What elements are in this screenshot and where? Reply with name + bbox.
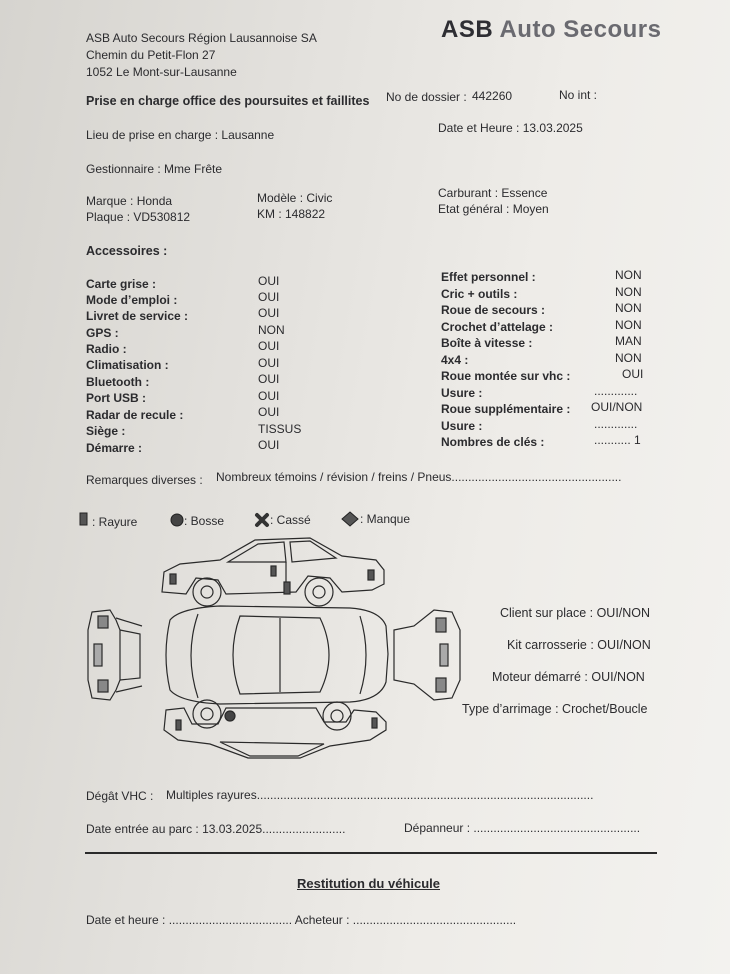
acc-right-label: Roue supplémentaire : — [441, 402, 571, 416]
arrimage-check: Type d’arrimage : Crochet/Boucle — [462, 702, 648, 716]
acc-right-label: Nombres de clés : — [441, 435, 545, 449]
kit-check: Kit carrosserie : OUI/NON — [507, 638, 651, 652]
acc-left-label: Mode d’emploi : — [86, 293, 178, 307]
car-side-view-bottom — [163, 699, 387, 759]
degat-label: Dégât VHC : — [86, 789, 154, 803]
acc-right-label: Crochet d’attelage : — [441, 320, 554, 334]
acc-left-value: TISSUS — [258, 422, 302, 436]
restitution-title: Restitution du véhicule — [297, 876, 441, 891]
acc-right-label: Usure : — [441, 386, 483, 400]
acc-left-value: OUI — [258, 339, 280, 353]
company-name: ASB Auto Secours Région Lausannoise SA — [86, 31, 317, 45]
acc-left-value: OUI — [258, 306, 280, 320]
acc-right-label: Effet personnel : — [441, 270, 536, 284]
acc-left-label: Livret de service : — [86, 309, 189, 323]
acc-right-value: NON — [615, 351, 642, 365]
date-heure-field: Date et Heure : 13.03.2025 — [438, 121, 583, 135]
form-title: Prise en charge office des poursuites et… — [86, 94, 370, 108]
acc-left-label: GPS : — [86, 326, 119, 340]
acc-right-value: OUI/NON — [591, 400, 643, 414]
plaque-field: Plaque : VD530812 — [86, 210, 191, 224]
depanneur-field: Dépanneur : ............................… — [404, 821, 641, 835]
car-top-view — [165, 605, 389, 705]
etat-field: Etat général : Moyen — [438, 202, 549, 216]
km-field: KM : 148822 — [257, 207, 326, 221]
accessoires-title: Accessoires : — [86, 244, 168, 258]
acc-left-value: OUI — [258, 405, 280, 419]
company-city: 1052 Le Mont-sur-Lausanne — [86, 65, 237, 79]
acc-right-label: Cric + outils : — [441, 287, 518, 301]
acc-left-value: NON — [258, 323, 285, 337]
acc-left-label: Port USB : — [86, 391, 146, 405]
acc-right-value: NON — [615, 268, 642, 282]
car-rear-view — [393, 609, 461, 701]
acc-right-value: NON — [615, 285, 642, 299]
remarques-label: Remarques diverses : — [86, 473, 203, 487]
acc-right-value: OUI — [622, 367, 644, 381]
rayure-icon — [79, 512, 88, 526]
acc-left-value: OUI — [258, 438, 280, 452]
brand-logo: ASB Auto Secours — [441, 16, 661, 44]
acc-left-value: OUI — [258, 389, 280, 403]
acc-left-label: Bluetooth : — [86, 375, 150, 389]
remarques-value: Nombreux témoins / révision / freins / P… — [216, 470, 622, 484]
car-damage-diagram — [87, 537, 461, 759]
casse-icon — [255, 513, 269, 527]
legend-bosse: : Bosse — [184, 514, 225, 528]
acc-right-value: NON — [615, 318, 642, 332]
legend-manque: : Manque — [360, 512, 411, 526]
date-entree-field: Date entrée au parc : 13.03.2025........… — [86, 822, 346, 836]
acc-right-value: MAN — [615, 334, 642, 348]
lieu-field: Lieu de prise en charge : Lausanne — [86, 128, 275, 142]
marque-field: Marque : Honda — [86, 194, 173, 208]
acc-left-label: Démarre : — [86, 441, 143, 455]
acc-left-label: Radio : — [86, 342, 127, 356]
manque-icon — [341, 511, 359, 527]
brand-word1: ASB — [441, 16, 494, 43]
brand-word2: Auto Secours — [499, 16, 662, 43]
acc-right-label: 4x4 : — [441, 353, 469, 367]
bosse-icon — [170, 513, 184, 527]
restitution-line: Date et heure : ........................… — [86, 913, 517, 927]
acc-left-value: OUI — [258, 290, 280, 304]
separator-rule — [85, 852, 657, 854]
acc-right-value: ........... 1 — [594, 433, 641, 447]
acc-right-value: ............. — [594, 417, 638, 431]
acc-left-label: Climatisation : — [86, 358, 169, 372]
dossier-value: 442260 — [472, 89, 513, 103]
acc-left-value: OUI — [258, 372, 280, 386]
acc-left-value: OUI — [258, 356, 280, 370]
acc-left-label: Radar de recule : — [86, 408, 184, 422]
legend-rayure: : Rayure — [92, 515, 138, 529]
car-front-view — [87, 609, 143, 701]
acc-right-label: Boîte à vitesse : — [441, 336, 533, 350]
degat-value: Multiples rayures.......................… — [166, 788, 594, 802]
int-label: No int : — [559, 88, 598, 102]
acc-right-label: Roue de secours : — [441, 303, 546, 317]
company-street: Chemin du Petit-Flon 27 — [86, 48, 216, 62]
acc-right-value: ............. — [594, 384, 638, 398]
client-check: Client sur place : OUI/NON — [500, 606, 651, 620]
gestionnaire-field: Gestionnaire : Mme Frête — [86, 162, 223, 176]
carburant-field: Carburant : Essence — [438, 186, 548, 200]
acc-right-label: Roue montée sur vhc : — [441, 369, 571, 383]
moteur-check: Moteur démarré : OUI/NON — [492, 670, 645, 684]
car-side-view-top — [161, 537, 385, 607]
acc-right-value: NON — [615, 301, 642, 315]
acc-right-label: Usure : — [441, 419, 483, 433]
acc-left-value: OUI — [258, 274, 280, 288]
modele-field: Modèle : Civic — [257, 191, 333, 205]
legend-casse: : Cassé — [270, 513, 311, 527]
acc-left-label: Siège : — [86, 424, 126, 438]
acc-left-label: Carte grise : — [86, 277, 157, 291]
dossier-label: No de dossier : — [386, 90, 467, 104]
